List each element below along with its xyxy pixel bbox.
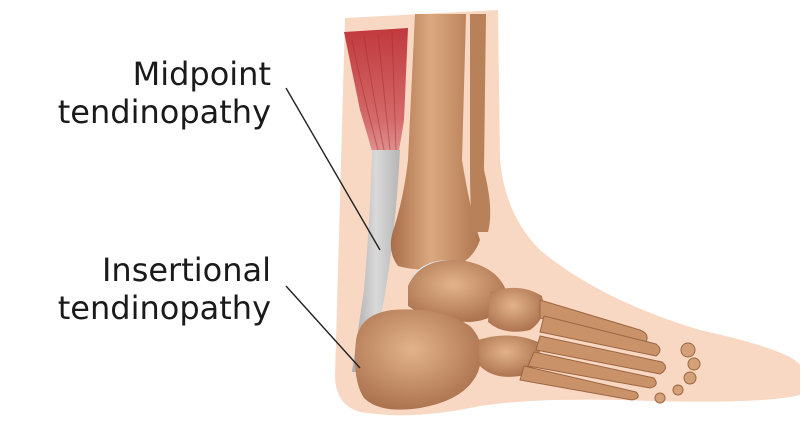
midpoint-label-line2: tendinopathy: [58, 93, 271, 131]
insertional-label-line2: tendinopathy: [58, 289, 271, 327]
insertional-label-line1: Insertional: [58, 251, 271, 289]
midpoint-tendinopathy-label: Midpoint tendinopathy: [58, 55, 271, 131]
midpoint-label-line1: Midpoint: [58, 55, 271, 93]
insertional-tendinopathy-label: Insertional tendinopathy: [58, 251, 271, 327]
navicular-bone: [488, 288, 544, 332]
